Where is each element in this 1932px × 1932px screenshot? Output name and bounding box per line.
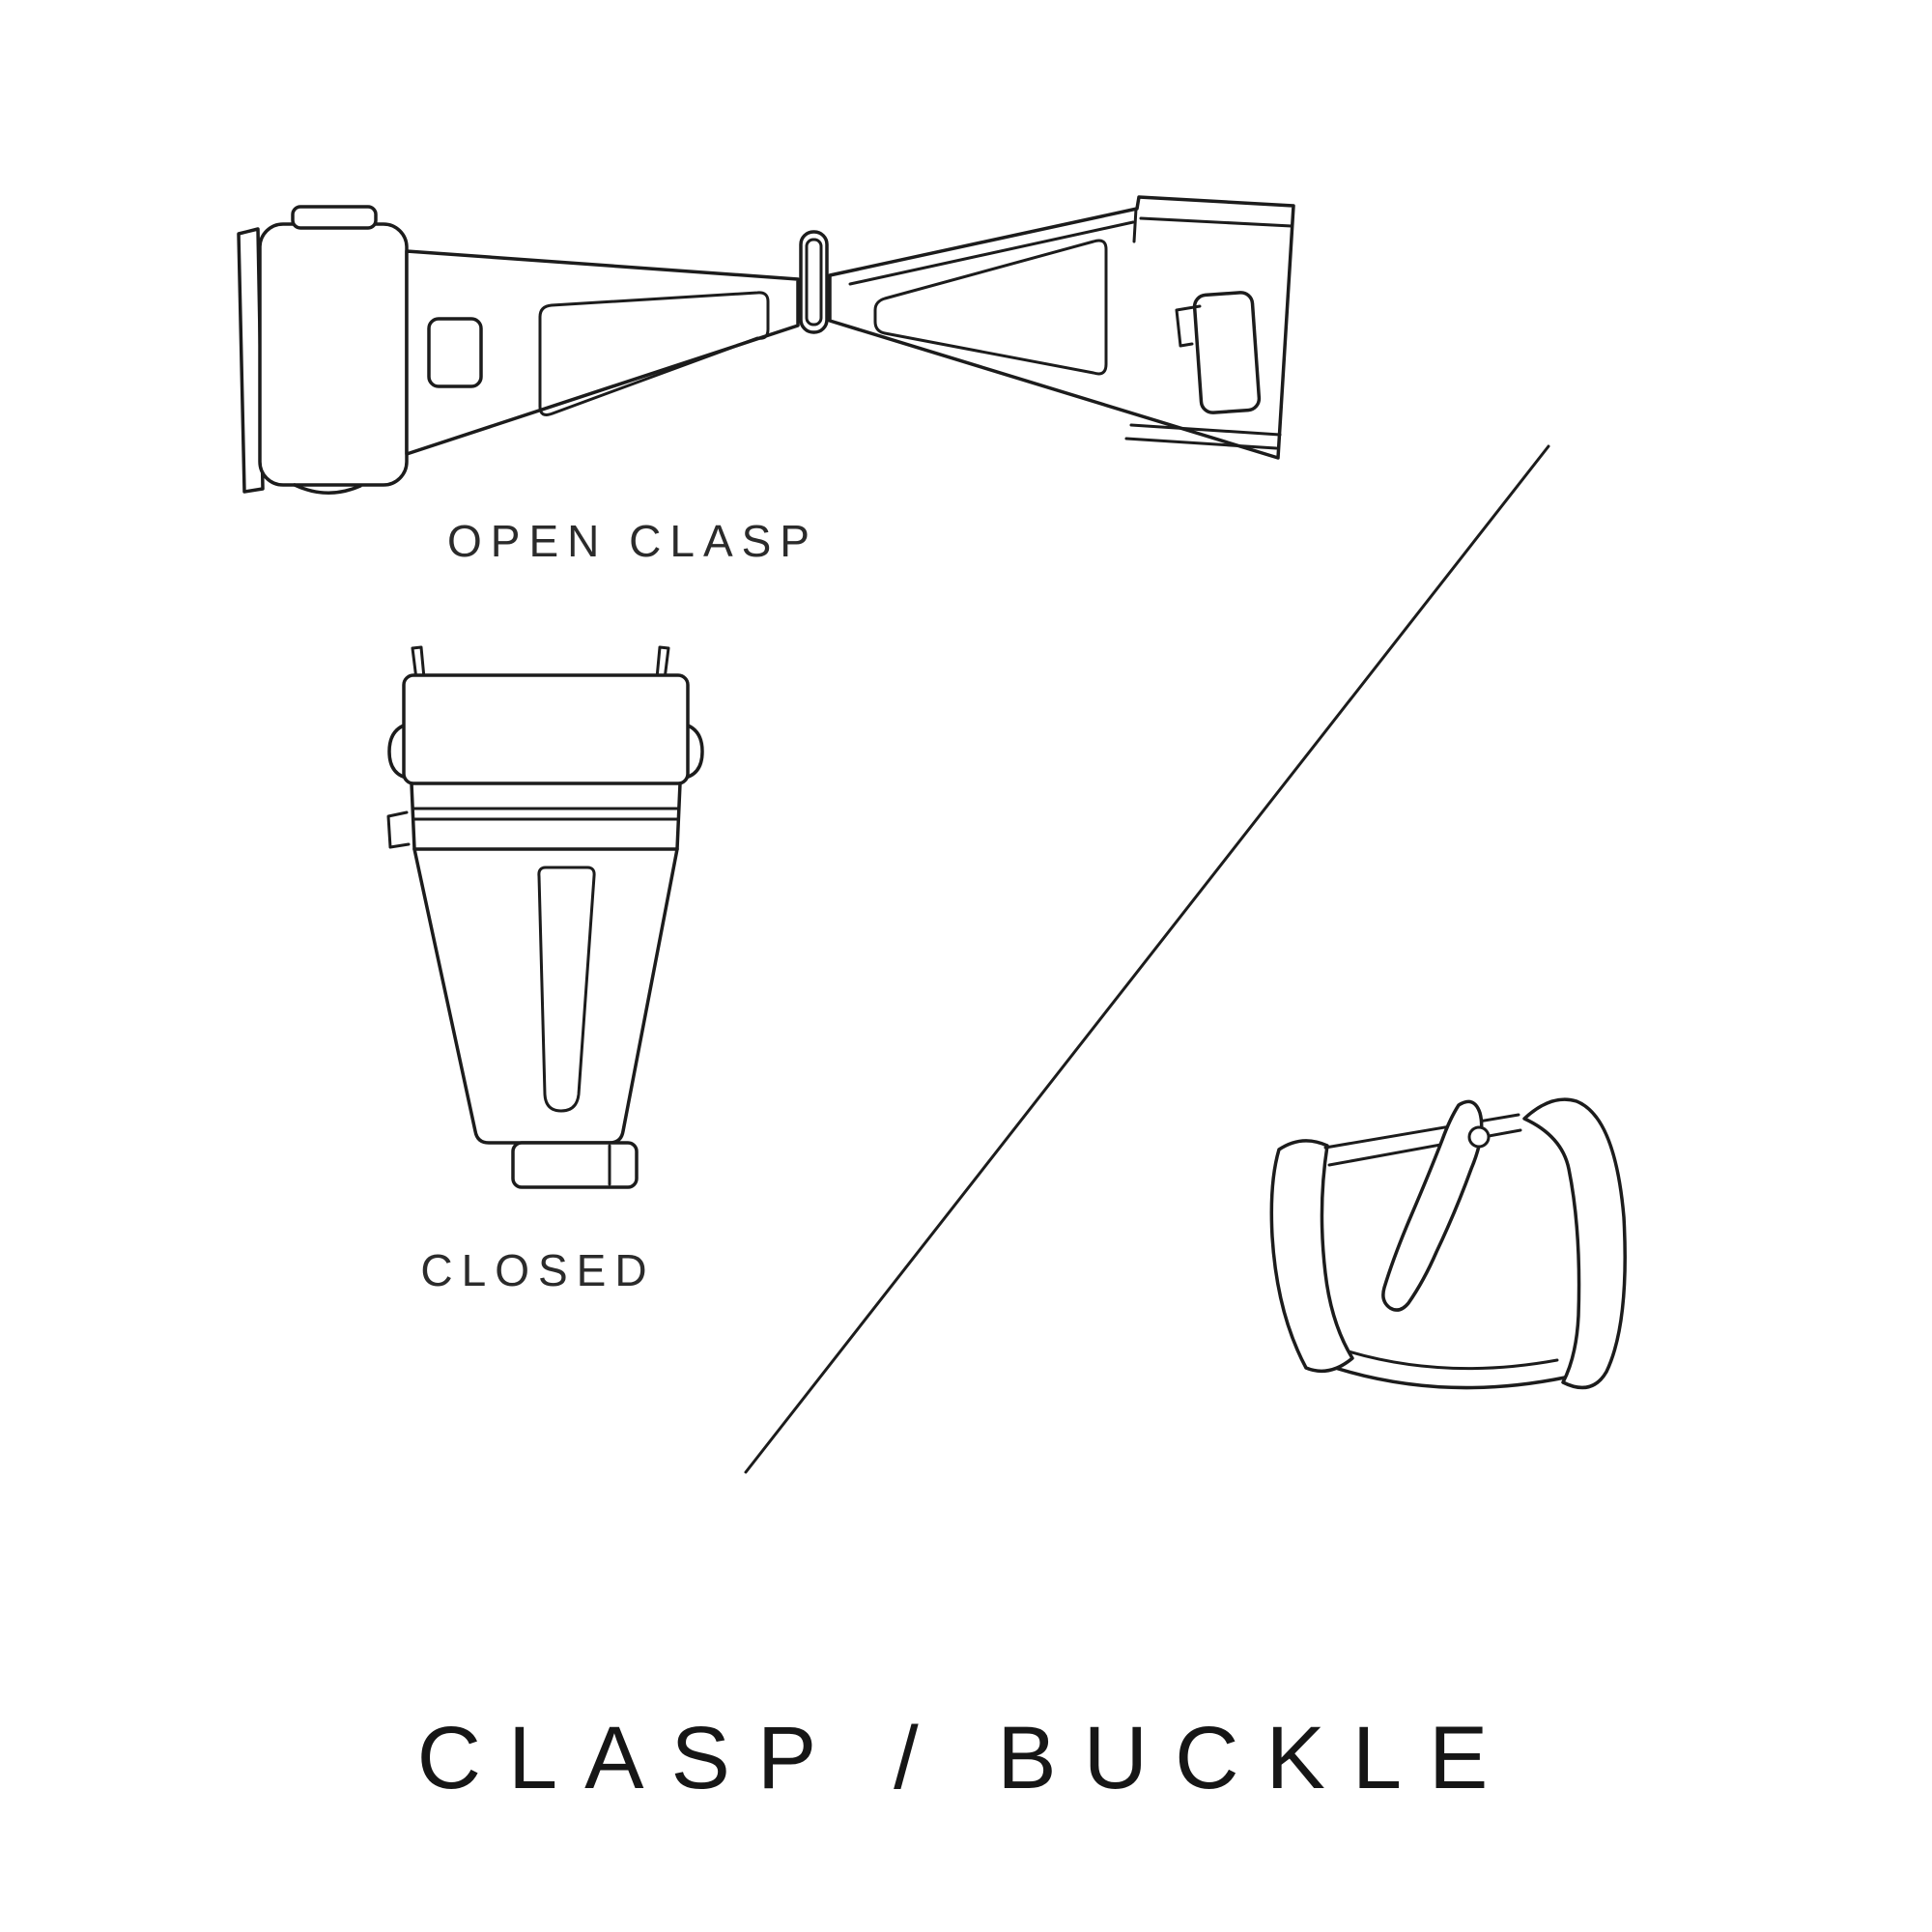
buckle-bottom-bar [1327,1347,1567,1390]
open-clasp-illustration [237,195,1295,495]
page-title: CLASP / BUCKLE [416,1709,1516,1807]
open-clasp-hinge [799,230,829,334]
buckle-tongue [1381,1099,1491,1312]
buckle-left-bar [1269,1139,1354,1374]
closed-clasp-body [412,847,679,1145]
buckle-illustration [1269,1097,1627,1390]
closed-clasp-label: CLOSED [420,1245,656,1295]
open-clasp-left-blade [405,249,800,456]
buckle-pin-axis [1323,1113,1522,1167]
closed-clasp-illustration [386,645,704,1189]
closed-clasp-prongs [411,645,670,681]
buckle-right-bar [1522,1097,1627,1390]
closed-clasp-foot [511,1141,639,1189]
open-clasp-left-endlink [237,205,409,495]
closed-clasp-bands [386,781,682,851]
open-clasp-label: OPEN CLASP [447,516,818,566]
open-clasp-right-blade [828,195,1295,460]
closed-clasp-cover [402,673,690,785]
